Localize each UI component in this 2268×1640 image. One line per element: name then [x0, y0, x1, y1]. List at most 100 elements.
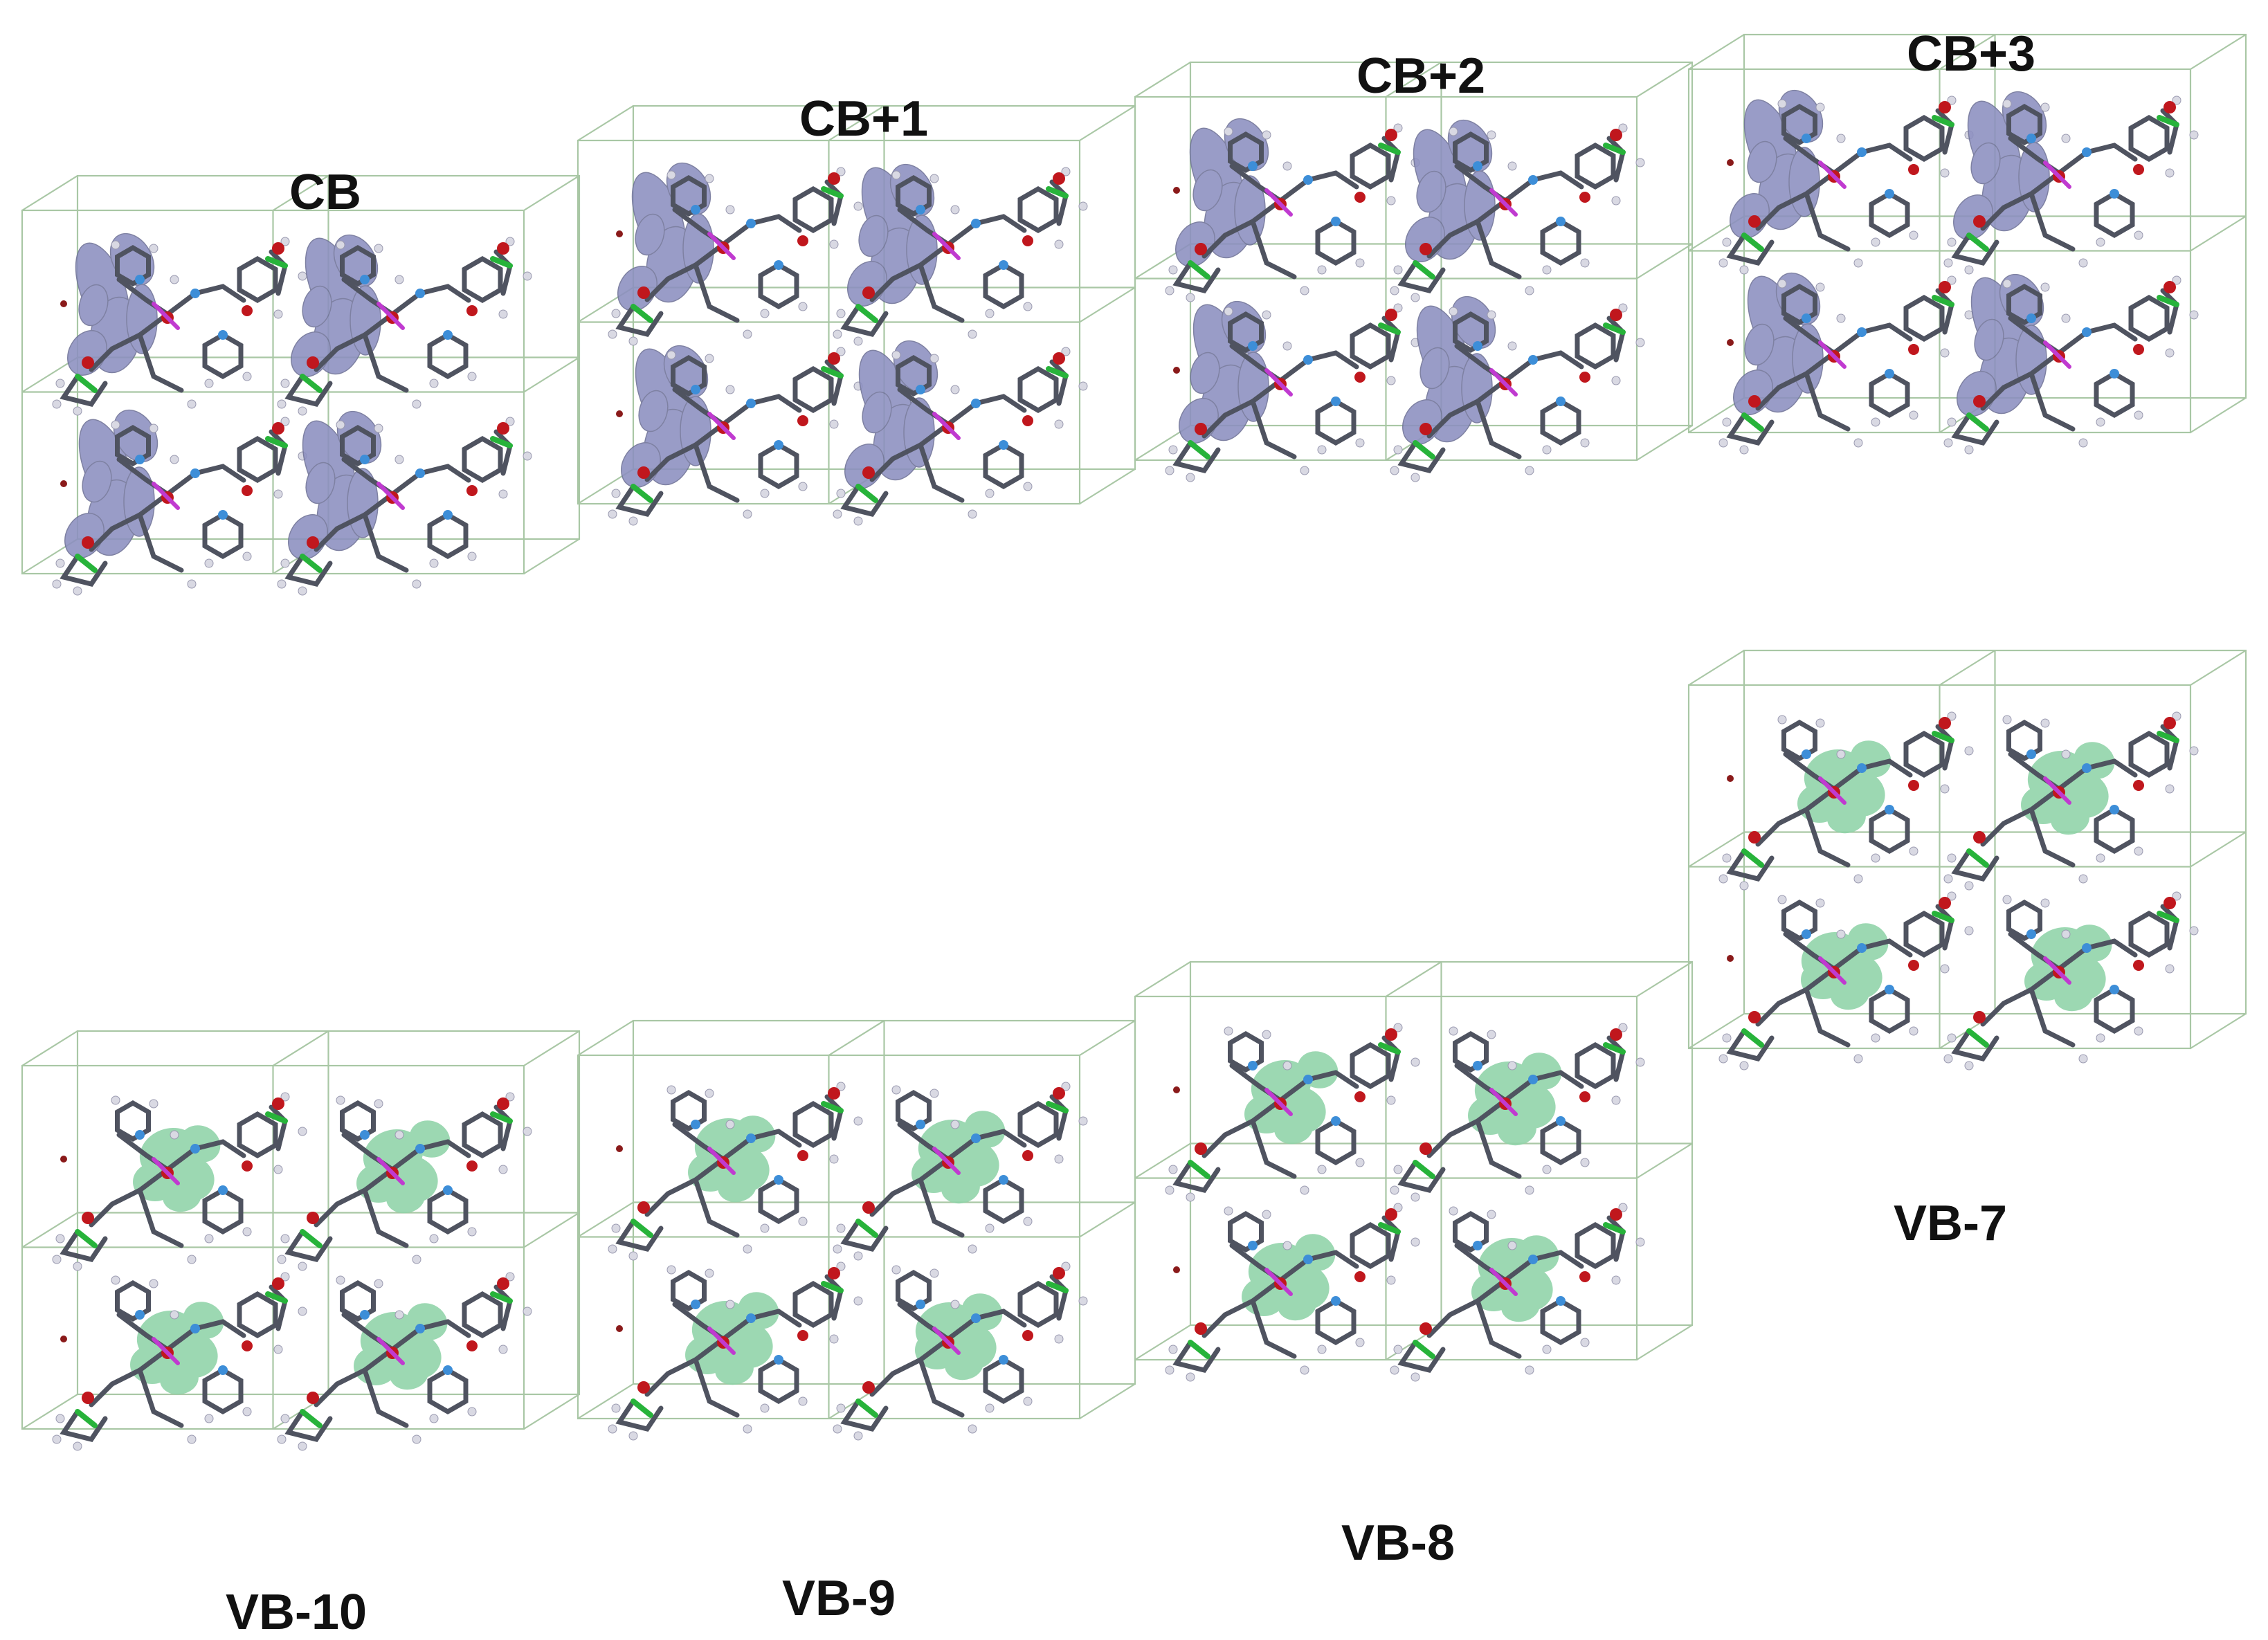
hydrogen-atom — [1282, 161, 1292, 171]
cell-divider — [523, 356, 580, 393]
metal-bond — [1818, 776, 1847, 805]
molecule — [277, 410, 532, 596]
aromatic-ring — [2006, 283, 2042, 326]
cell-edge — [1134, 961, 1191, 997]
bond-skeleton — [1951, 719, 2179, 882]
hydrogen-atom — [1023, 482, 1033, 491]
molecule — [833, 1261, 1088, 1441]
aromatic-ring — [340, 244, 376, 287]
molecule — [1718, 711, 1974, 891]
aromatic-ring — [1540, 398, 1581, 446]
hydrogen-atom — [1964, 746, 1974, 756]
aromatic-ring — [2128, 294, 2170, 343]
aromatic-ring — [792, 365, 834, 414]
hydrogen-atoms — [1390, 123, 1645, 302]
hydrogen-atom — [523, 1127, 532, 1136]
aromatic-ring — [1575, 142, 1616, 190]
bond-chain — [1951, 848, 1999, 882]
hydrogen-atom — [968, 329, 977, 339]
conduction-lobe — [305, 462, 336, 504]
hydrogen-atom — [298, 1261, 307, 1271]
oxygen-atom — [1053, 1087, 1065, 1100]
aromatic-ring — [462, 1111, 503, 1159]
hydrogen-atom — [498, 309, 508, 319]
hydrogen-atom — [1815, 102, 1825, 112]
cell-divider — [1079, 286, 1136, 323]
hydrogen-atom — [111, 420, 120, 430]
bond-chain — [1951, 412, 1999, 446]
aromatic-ring — [1540, 218, 1581, 266]
hydrogen-atom — [336, 420, 345, 430]
oxygen-atom — [1748, 831, 1761, 844]
hydrogen-atoms — [1165, 1203, 1420, 1382]
boron-bond — [1932, 295, 1954, 307]
oxygen-atom — [497, 242, 509, 255]
bond-chain — [693, 262, 740, 323]
hydrogen-atoms — [1943, 891, 2199, 1070]
hydrogen-atom — [1355, 1158, 1365, 1167]
cell-edge — [21, 1030, 78, 1066]
hydrogen-atom — [929, 354, 939, 363]
oxygen-atom — [1579, 1271, 1590, 1282]
oxygen-atom — [307, 536, 319, 549]
aromatic-ring — [671, 1089, 707, 1132]
oxygen-atom — [1022, 1330, 1033, 1341]
aromatic-ring — [1869, 806, 1910, 855]
metal-bond — [707, 412, 736, 440]
boron-bond — [1966, 1028, 1989, 1048]
nitrogen-atom — [746, 1133, 756, 1143]
bond-chain — [1726, 412, 1775, 446]
nitrogen-atom — [691, 205, 700, 215]
aromatic-ring — [1017, 1100, 1059, 1149]
aromatic-ring — [237, 435, 278, 484]
hydrogen-atom — [1611, 196, 1621, 206]
aromatic-ring — [1315, 218, 1357, 266]
aromatic-ring — [1350, 142, 1391, 190]
bond-chain — [1475, 399, 1522, 459]
hydrogen-atom — [277, 579, 287, 589]
conduction-lobe — [862, 391, 892, 434]
cell-divider — [1688, 831, 1745, 868]
cell-divider — [272, 175, 329, 211]
oxygen-atom — [797, 415, 808, 426]
bond-chain — [1250, 1118, 1297, 1179]
oxygen-atom — [2133, 344, 2144, 355]
aromatic-ring — [1453, 131, 1489, 174]
bond-skeleton — [840, 174, 1069, 337]
hydrogen-atom — [1943, 438, 1953, 448]
nitrogen-atom — [2026, 134, 2036, 143]
boron-bond — [2157, 731, 2179, 743]
boron-bond — [1603, 1222, 1626, 1234]
nitrogen-atom — [2110, 369, 2119, 379]
oxygen-atom — [637, 1381, 650, 1394]
oxygen-atom — [272, 1277, 284, 1290]
hydrogen-atoms — [1943, 275, 2199, 455]
hydrogen-atom — [1393, 1165, 1403, 1174]
hydrogen-atom — [1054, 419, 1064, 429]
hydrogen-atom — [666, 350, 676, 360]
hydrogen-atom — [1300, 286, 1309, 295]
molecule — [52, 1272, 307, 1451]
oxygen-atom — [1748, 1011, 1761, 1023]
aromatic-ring — [896, 174, 932, 217]
hydrogen-atom — [929, 1268, 939, 1278]
origin-marker — [1727, 775, 1734, 782]
hydrogen-atom — [336, 1275, 345, 1285]
bond-chain — [60, 374, 108, 407]
aromatic-ring — [1228, 311, 1264, 354]
bond-chain — [918, 1357, 965, 1418]
metal-bond — [377, 1157, 405, 1185]
hydrogen-atom — [280, 1414, 290, 1423]
boron-bond — [1932, 115, 1954, 127]
aromatic-ring — [671, 354, 707, 397]
nitrogen-atom — [1248, 1061, 1258, 1070]
hydrogen-atom — [1947, 237, 1957, 247]
hydrogen-atom — [1393, 265, 1403, 275]
isosurface — [2024, 924, 2112, 1012]
bond-chain — [615, 304, 664, 337]
aromatic-ring — [202, 1187, 244, 1235]
hydrogen-atom — [985, 1223, 995, 1233]
hydrogen-atom — [985, 1403, 995, 1413]
boron-bond — [1378, 1222, 1401, 1234]
nitrogen-atom — [916, 205, 925, 215]
